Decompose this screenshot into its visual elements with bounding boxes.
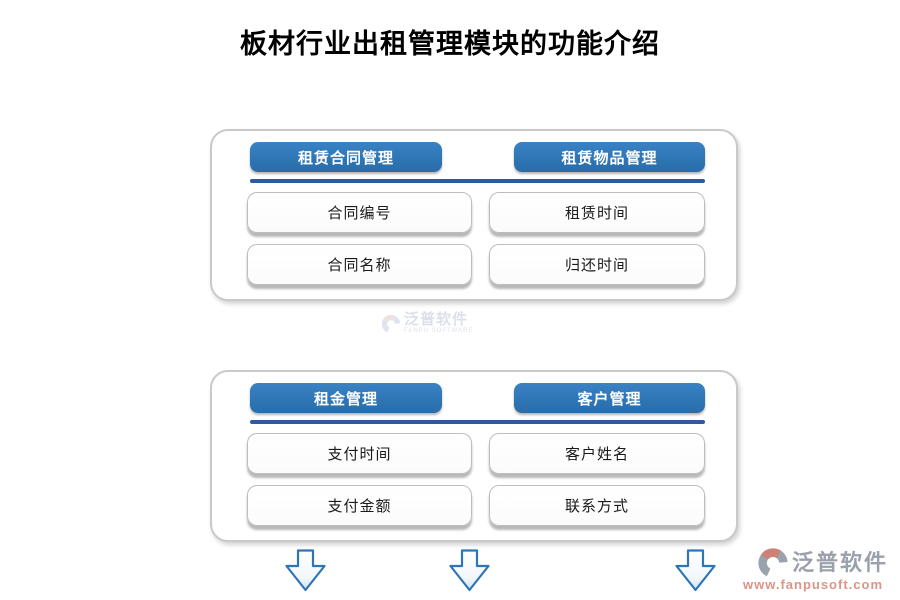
divider-line: [250, 179, 705, 183]
item-payment-amount: 支付金额: [247, 485, 472, 526]
header-lease-contract-management: 租赁合同管理: [250, 142, 442, 172]
item-contract-number: 合同编号: [247, 192, 472, 233]
watermark-corner: 泛普软件 www.fanpusoft.com: [738, 547, 888, 592]
down-arrow-icon: [675, 549, 716, 592]
watermark-corner-url: www.fanpusoft.com: [742, 577, 884, 592]
item-lease-time: 租赁时间: [489, 192, 705, 233]
item-return-time: 归还时间: [489, 244, 705, 285]
watermark-center: 泛普软件 FANPU SOFTWARE: [381, 312, 473, 335]
divider-line: [250, 420, 705, 424]
watermark-center-brand: 泛普软件: [404, 311, 469, 328]
item-payment-time: 支付时间: [247, 433, 472, 474]
header-lease-item-management: 租赁物品管理: [514, 142, 705, 172]
header-rent-management: 租金管理: [250, 383, 442, 413]
page-title: 板材行业出租管理模块的功能介绍: [240, 29, 660, 59]
item-contact-method: 联系方式: [489, 485, 705, 526]
item-customer-name: 客户姓名: [489, 433, 705, 474]
item-contract-name: 合同名称: [247, 244, 472, 285]
fanpu-logo-icon: [381, 314, 401, 334]
watermark-corner-brand: 泛普软件: [791, 550, 888, 575]
down-arrow-icon: [449, 549, 490, 592]
header-customer-management: 客户管理: [514, 383, 705, 413]
fanpu-logo-icon: [758, 548, 788, 578]
watermark-center-subtext: FANPU SOFTWARE: [404, 328, 474, 334]
down-arrow-icon: [285, 549, 326, 592]
panel-rent-customer-management: 租金管理 客户管理 支付时间 客户姓名 支付金额 联系方式: [210, 370, 738, 542]
panel-lease-management: 租赁合同管理 租赁物品管理 合同编号 租赁时间 合同名称 归还时间: [210, 129, 738, 301]
